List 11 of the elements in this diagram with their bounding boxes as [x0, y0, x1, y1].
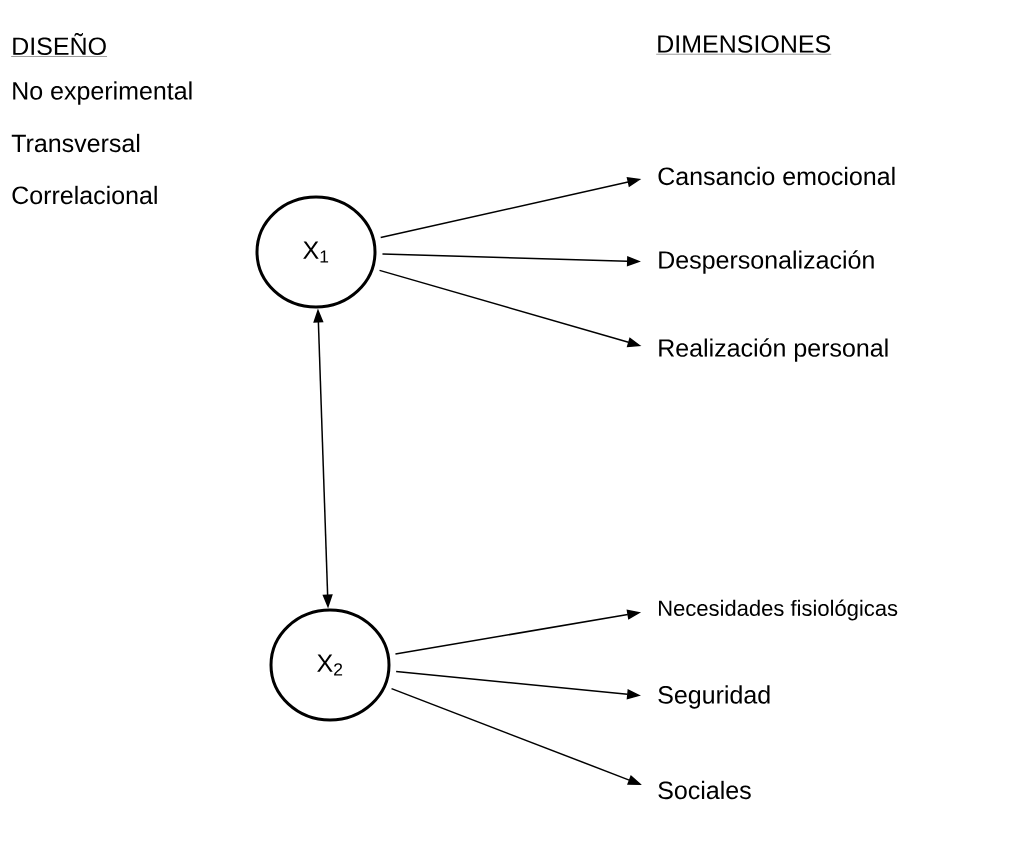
design-label: Correlacional [12, 185, 157, 205]
dimension-text: Sociales [658, 780, 751, 800]
heading: DIMENSIONES [656, 35, 832, 55]
dimension-text: Necesidades fisiológicas [659, 599, 898, 621]
design-label: Transversal [11, 133, 140, 153]
heading: DISEÑO [11, 32, 108, 57]
dimension-text: Seguridad [658, 685, 770, 709]
dimension-text: Despersonalización [659, 250, 874, 274]
dimension-text: Cansancio emocional [658, 166, 895, 186]
dimension-text: Realización personal [659, 338, 888, 362]
design-label: No experimental [13, 81, 192, 105]
